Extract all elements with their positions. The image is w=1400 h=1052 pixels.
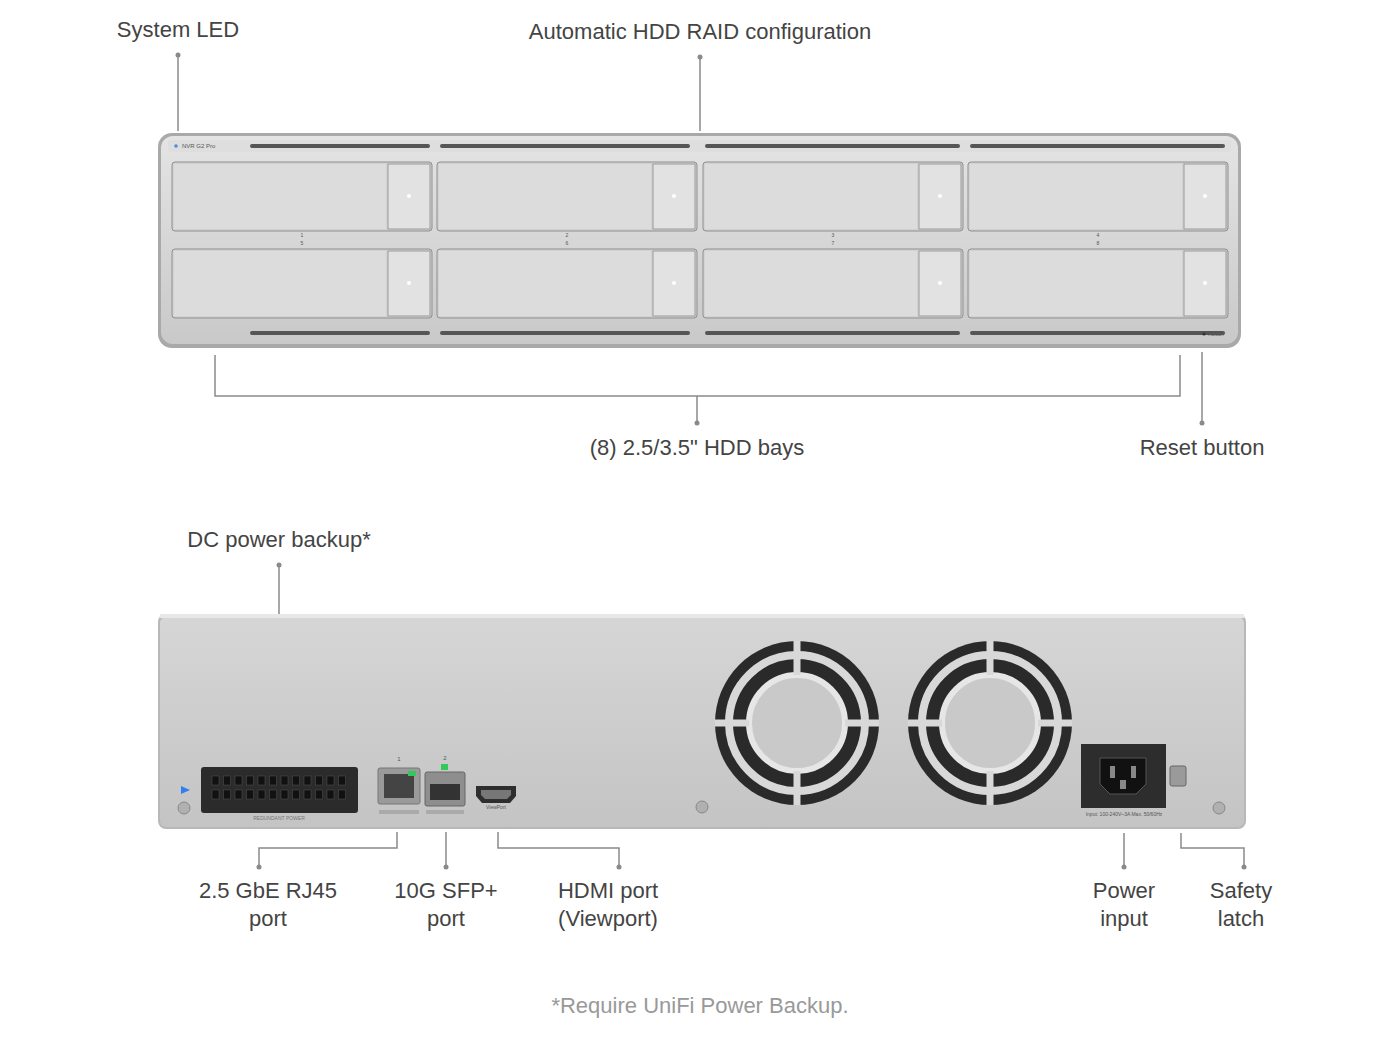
callout-label: DC power backup* — [187, 526, 370, 554]
callout-label: (8) 2.5/3.5" HDD bays — [590, 434, 804, 462]
callout-label: 2.5 GbE RJ45 port — [188, 877, 348, 933]
callout-label: Reset button — [1140, 434, 1265, 462]
printed-marking: RESET — [1208, 331, 1225, 337]
printed-marking: 1 — [301, 232, 304, 238]
drive-bay — [703, 162, 963, 231]
callout-label: Automatic HDD RAID configuration — [529, 18, 871, 46]
printed-marking: NVR G2 Pro — [182, 143, 215, 151]
callout-label: Power input — [1082, 877, 1166, 933]
printed-marking: REDUNDANT POWER — [253, 815, 305, 821]
footnote-caption: *Require UniFi Power Backup. — [551, 992, 848, 1020]
callout-label: Safety latch — [1199, 877, 1283, 933]
drive-bay — [968, 249, 1228, 318]
callout-label: System LED — [117, 16, 239, 44]
drive-bay — [703, 249, 963, 318]
printed-marking: 4 — [1097, 232, 1100, 238]
rear-panel — [158, 614, 1246, 829]
drive-bay — [172, 249, 432, 318]
drive-bay — [172, 162, 432, 231]
front-panel — [158, 133, 1241, 348]
callout-label: HDMI port (Viewport) — [543, 877, 673, 933]
drive-bay — [437, 249, 697, 318]
printed-marking: 2 — [443, 755, 446, 763]
printed-marking: 2 — [566, 232, 569, 238]
drive-bay — [437, 162, 697, 231]
printed-marking: Input: 100-240V~3A Max. 50/60Hz — [1086, 811, 1163, 817]
drive-bay — [968, 162, 1228, 231]
printed-marking: ViewPort — [486, 804, 506, 810]
printed-marking: 5 — [301, 240, 304, 246]
printed-marking: 1 — [397, 756, 400, 764]
printed-marking: 7 — [832, 240, 835, 246]
printed-marking: 6 — [566, 240, 569, 246]
printed-marking: 8 — [1097, 240, 1100, 246]
callout-label: 10G SFP+ port — [390, 877, 502, 933]
printed-marking: 3 — [832, 232, 835, 238]
